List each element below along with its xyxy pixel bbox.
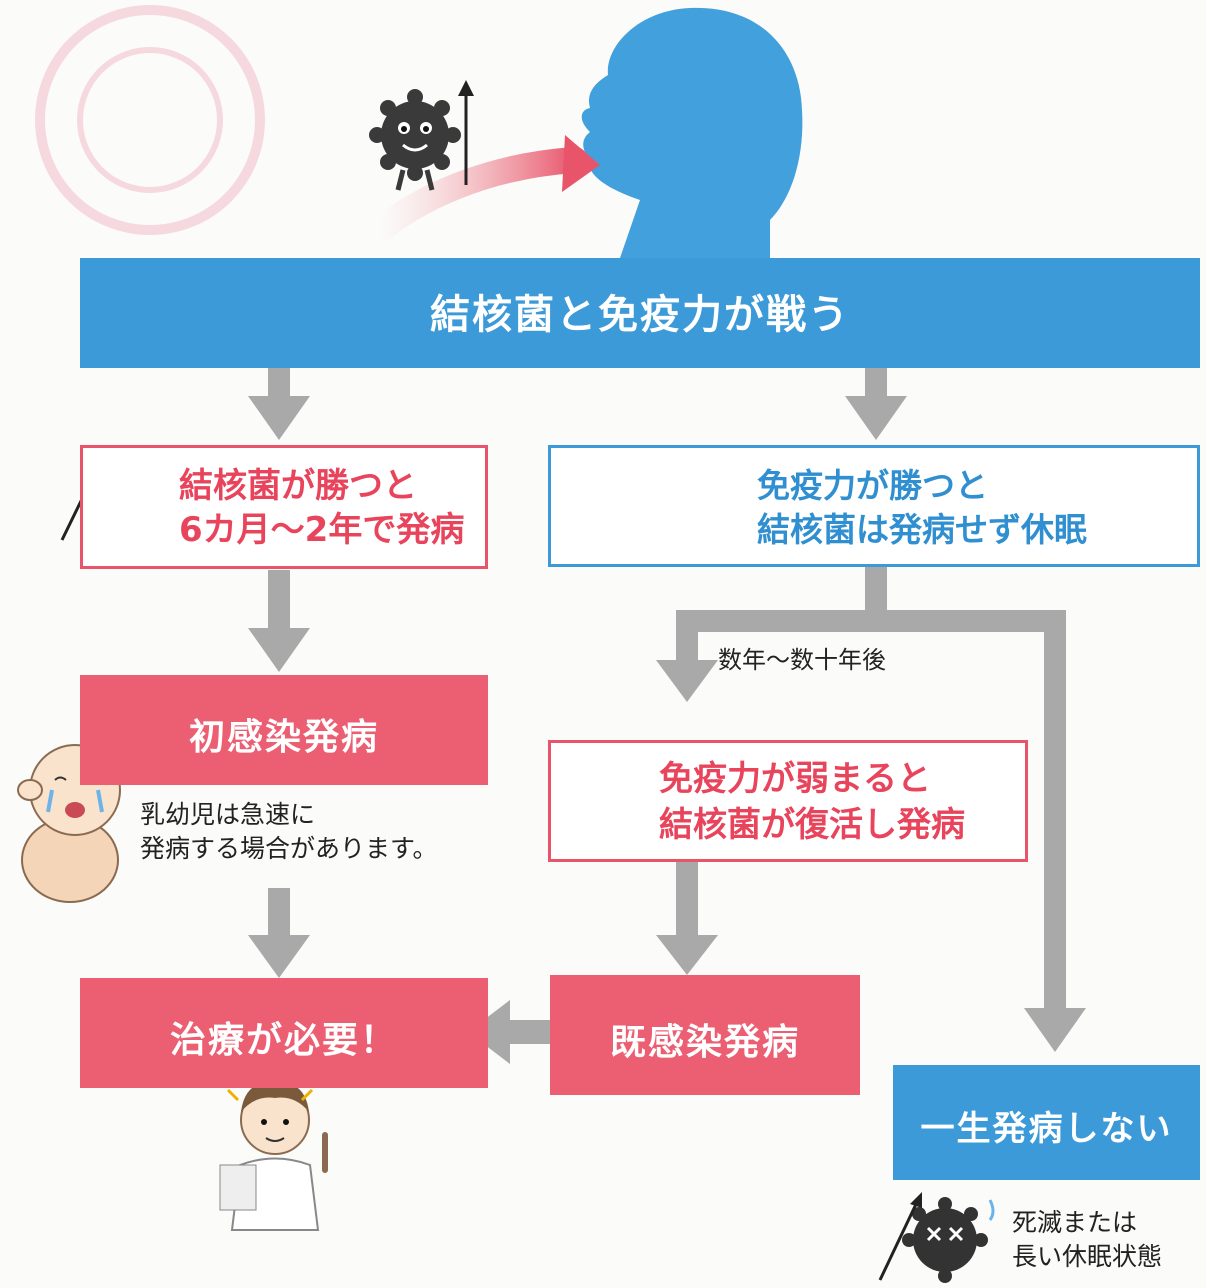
primary-onset-box: 初感染発病 bbox=[80, 675, 488, 785]
doctor-icon bbox=[219, 1081, 328, 1231]
infant-note-line2: 発病する場合があります。 bbox=[140, 834, 438, 863]
weakened-line2: 結核菌が復活し発病 bbox=[659, 805, 965, 845]
years-later-label: 数年〜数十年後 bbox=[718, 646, 886, 674]
dormant-note-line2: 長い休眠状態 bbox=[1012, 1242, 1163, 1271]
person-silhouette-icon bbox=[581, 7, 803, 258]
faded-background-illustration bbox=[35, 5, 265, 235]
latent-onset-label: 既感染発病 bbox=[609, 1022, 800, 1063]
weakened-line1: 免疫力が弱まると bbox=[659, 759, 931, 799]
immunity-wins-box: 免疫力が勝つと 結核菌は発病せず休眠 bbox=[548, 445, 1200, 567]
latent-onset-box: 既感染発病 bbox=[550, 975, 860, 1095]
germ-wins-box: 結核菌が勝つと 6カ月〜2年で発病 bbox=[80, 445, 488, 569]
treatment-needed-label: 治療が必要！ bbox=[169, 1020, 398, 1061]
flow-arrows bbox=[248, 368, 1086, 1064]
battle-banner: 結核菌と免疫力が戦う bbox=[80, 258, 1200, 368]
germ-wins-line2: 6カ月〜2年で発病 bbox=[179, 510, 465, 550]
treatment-needed-box: 治療が必要！ bbox=[80, 978, 488, 1088]
primary-onset-label: 初感染発病 bbox=[188, 717, 379, 758]
weakened-immunity-box: 免疫力が弱まると 結核菌が復活し発病 bbox=[548, 740, 1028, 862]
immunity-wins-line1: 免疫力が勝つと bbox=[757, 466, 988, 505]
dormant-note-line1: 死滅または bbox=[1012, 1208, 1138, 1237]
never-onset-label: 一生発病しない bbox=[920, 1109, 1173, 1149]
germ-wins-line1: 結核菌が勝つと bbox=[179, 466, 417, 506]
banner-title: 結核菌と免疫力が戦う bbox=[430, 292, 850, 338]
germ-top-icon bbox=[369, 80, 474, 191]
immunity-wins-line2: 結核菌は発病せず休眠 bbox=[757, 510, 1087, 549]
infant-note-line1: 乳幼児は急速に bbox=[140, 800, 316, 829]
dead-germ-icon bbox=[878, 1192, 995, 1283]
never-onset-box: 一生発病しない bbox=[893, 1065, 1200, 1180]
inhale-arrow-icon bbox=[367, 147, 588, 243]
